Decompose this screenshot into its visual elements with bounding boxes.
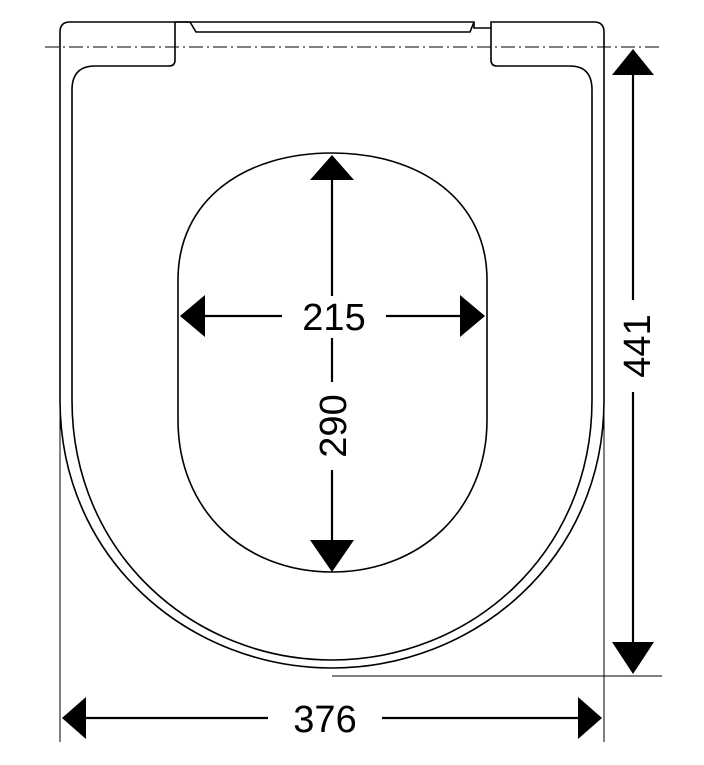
dimension-label-opening-width: 215	[302, 297, 365, 339]
hinge-top-bar	[175, 21, 475, 33]
dimension-overall-width: 376	[62, 697, 602, 741]
dimension-overall-length: 441	[612, 49, 659, 674]
arrowhead-opening-length-top	[310, 155, 354, 180]
dimension-label-overall-length: 441	[617, 314, 659, 377]
arrowhead-length-top	[612, 49, 654, 75]
arrowhead-opening-length-bottom	[310, 540, 354, 572]
arrowhead-opening-width-right	[460, 295, 485, 337]
arrowhead-opening-width-left	[180, 295, 205, 337]
dimension-label-overall-width: 376	[293, 699, 356, 741]
hinge-left-notch	[95, 22, 176, 67]
dimension-opening-length: 290	[310, 155, 355, 572]
arrowhead-width-right	[578, 697, 602, 739]
arrowhead-width-left	[62, 697, 86, 739]
arrowhead-length-bottom	[612, 642, 654, 674]
dimension-opening-width: 215	[180, 295, 485, 339]
dimension-label-opening-length: 290	[313, 394, 355, 457]
hinge-right-notch	[490, 28, 570, 67]
seat-inner-outline	[71, 65, 593, 661]
